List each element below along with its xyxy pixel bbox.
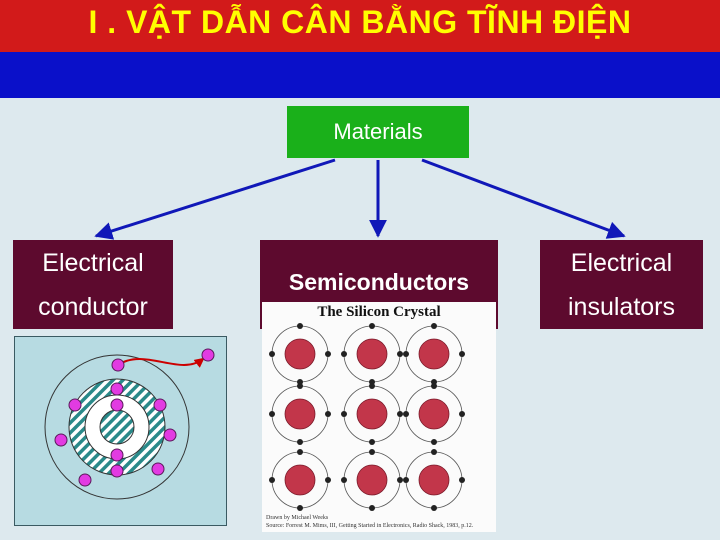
electron	[110, 398, 124, 412]
valence-electron	[431, 323, 437, 329]
electron	[110, 448, 124, 462]
crystal-credit-line2: Source: Forrest M. Mims, III, Getting St…	[266, 523, 474, 529]
conductor-label-line2: conductor	[38, 292, 148, 321]
silicon-atom	[418, 338, 450, 370]
insulator-box: Electrical insulators	[540, 240, 703, 329]
valence-electron	[369, 323, 375, 329]
silicon-atom	[356, 338, 388, 370]
valence-electron	[325, 477, 331, 483]
valence-electron	[269, 351, 275, 357]
valence-electron	[325, 411, 331, 417]
valence-electron	[397, 351, 403, 357]
silicon-atom	[284, 338, 316, 370]
valence-electron	[431, 505, 437, 511]
insulator-label-line1: Electrical	[570, 248, 673, 277]
crystal-credit-line1: Drawn by Michael Weeks	[266, 515, 329, 521]
valence-electron	[297, 449, 303, 455]
valence-electron	[297, 505, 303, 511]
insulator-label-line2: insulators	[568, 292, 675, 321]
title-bar	[0, 0, 720, 52]
silicon-atom	[284, 464, 316, 496]
valence-electron	[403, 411, 409, 417]
silicon-crystal-image: The Silicon Crystal Drawn by Michael Wee…	[262, 302, 496, 532]
valence-electron	[397, 477, 403, 483]
valence-electron	[269, 477, 275, 483]
valence-electron	[403, 477, 409, 483]
valence-electron	[431, 439, 437, 445]
semiconductor-label: Semiconductors	[288, 268, 470, 295]
silicon-atom	[284, 398, 316, 430]
silicon-atom	[418, 464, 450, 496]
electron	[153, 398, 167, 412]
silicon-atom	[418, 398, 450, 430]
free-electron-path	[117, 357, 205, 368]
valence-electron	[459, 411, 465, 417]
materials-label: Materials	[333, 119, 423, 144]
valence-electron	[403, 351, 409, 357]
valence-electron	[397, 411, 403, 417]
slide-title: I . VẬT DẪN CÂN BẰNG TĨNH ĐIỆN	[88, 4, 632, 40]
header-band	[0, 52, 720, 98]
arrow-to-conductor	[94, 158, 336, 240]
conductor-label-line1: Electrical	[42, 248, 144, 277]
valence-electron	[369, 383, 375, 389]
valence-electron	[325, 351, 331, 357]
conductor-box: Electrical conductor	[13, 240, 173, 329]
valence-electron	[269, 411, 275, 417]
valence-electron	[459, 477, 465, 483]
valence-electron	[431, 383, 437, 389]
silicon-atom	[356, 398, 388, 430]
electron	[151, 462, 165, 476]
atom-svg	[44, 348, 215, 500]
valence-electron	[341, 411, 347, 417]
nucleus	[99, 409, 135, 445]
electron	[201, 348, 215, 362]
valence-electron	[297, 439, 303, 445]
valence-electron	[431, 449, 437, 455]
electron	[68, 398, 82, 412]
electron	[163, 428, 177, 442]
valence-electron	[297, 383, 303, 389]
valence-electron	[369, 505, 375, 511]
valence-electron	[341, 351, 347, 357]
electron	[78, 473, 92, 487]
crystal-title: The Silicon Crystal	[317, 304, 441, 320]
arrow-to-insulator	[421, 158, 626, 239]
valence-electron	[341, 477, 347, 483]
materials-box: Materials	[287, 106, 469, 158]
electron	[110, 382, 124, 396]
atom-diagram	[14, 336, 227, 526]
outer-shell	[44, 354, 190, 500]
silicon-atom	[356, 464, 388, 496]
valence-electron	[297, 323, 303, 329]
valence-electron	[369, 439, 375, 445]
electron	[54, 433, 68, 447]
electron	[110, 464, 124, 478]
valence-electron	[369, 449, 375, 455]
valence-electron	[459, 351, 465, 357]
crystal-lattice	[269, 323, 465, 511]
electron	[111, 358, 125, 372]
